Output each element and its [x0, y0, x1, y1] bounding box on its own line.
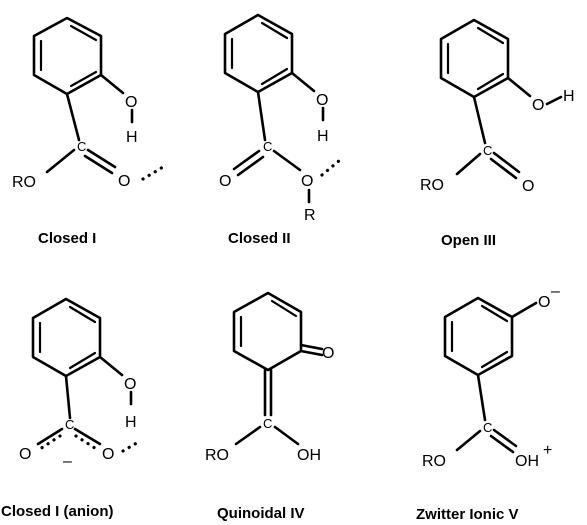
atom-ro: RO: [205, 447, 229, 464]
c-o-single-bond: [272, 149, 302, 172]
c-o-partial-bond: [73, 427, 102, 446]
atom-h: H: [126, 129, 138, 146]
c-o-double-bond-b: [489, 434, 515, 454]
atom-c: C: [263, 416, 272, 431]
atom-oh: OH: [297, 447, 321, 464]
ring-to-oxygen-bond: [290, 71, 316, 93]
charge-minus: –: [551, 283, 560, 300]
atom-o: O: [124, 376, 136, 393]
atom-r: R: [304, 207, 316, 224]
inner-double-bond: [68, 351, 97, 370]
hydrogen-bond-dots: [141, 165, 165, 181]
atom-o: O: [19, 446, 31, 463]
ring-to-carbon-bond: [64, 374, 72, 420]
c-o-double-bond-b: [236, 155, 265, 177]
caption-open-iii: Open III: [441, 232, 496, 249]
inner-double-bond: [69, 70, 98, 88]
atom-o: O: [118, 173, 130, 190]
hydrogen-bond-dots: [320, 158, 342, 177]
structure-closed-i-anion: O H C O O – Closed I (anion): [1, 297, 142, 520]
atom-c: C: [77, 139, 86, 154]
caption-closed-i-anion: Closed I (anion): [1, 503, 114, 520]
structure-closed-ii: O H C O O R Closed II: [219, 13, 342, 247]
atom-o: O: [538, 294, 550, 311]
atom-c: C: [263, 139, 272, 154]
charge-plus: +: [543, 442, 552, 459]
atom-o: O: [125, 94, 137, 111]
inner-double-bond: [476, 72, 505, 91]
o-h-bond: [545, 95, 563, 106]
c-o-double-bond-b: [83, 154, 114, 175]
charge-minus: –: [63, 453, 72, 470]
caption-quinoidal-iv: Quinoidal IV: [217, 505, 305, 522]
atom-ro: RO: [422, 453, 446, 470]
inner-double-bond: [260, 21, 289, 40]
ring-to-oxygen-bond-b: [299, 343, 324, 351]
ring-to-carbon-bond: [472, 95, 487, 145]
inner-double-bond: [476, 26, 505, 45]
quinoid-ring: [232, 291, 303, 372]
atom-c: C: [65, 417, 74, 432]
c-o-partial-bond: [36, 427, 64, 446]
atom-ro: RO: [12, 174, 36, 191]
atom-h: H: [125, 414, 137, 431]
inner-double-bond: [69, 24, 98, 42]
benzene-ring: [31, 297, 102, 378]
inner-double-bond: [260, 67, 289, 86]
atom-o: O: [316, 92, 328, 109]
structure-quinoidal-iv: O C RO OH Quinoidal IV: [205, 291, 334, 522]
atom-o: O: [532, 97, 544, 114]
structure-zwitter-ionic-v: O – C RO OH + Zwitter Ionic V: [416, 283, 560, 523]
inner-double-bond: [68, 305, 97, 324]
atom-o: O: [219, 173, 231, 190]
benzene-ring: [443, 296, 514, 377]
atom-o: O: [522, 178, 534, 195]
structure-open-iii: O H C RO O Open III: [420, 18, 575, 249]
ring-to-carbon-bond: [65, 92, 81, 142]
ring-to-oxygen-bond: [510, 301, 538, 319]
benzene-ring: [439, 18, 510, 99]
benzene-ring: [32, 16, 103, 96]
c-o-double-bond-a: [492, 428, 518, 448]
atom-h: H: [317, 128, 329, 145]
ring-to-carbon-bond: [476, 373, 487, 422]
atom-oh: OH: [515, 453, 539, 470]
atom-o: O: [301, 173, 313, 190]
ring-to-oxygen-bond: [506, 76, 532, 98]
atom-c: C: [483, 143, 492, 158]
delocalized-bond-dots: [74, 434, 100, 452]
caption-closed-ii: Closed II: [228, 230, 291, 247]
ring-to-oxygen-bond: [98, 355, 124, 377]
ring-to-oxygen-bond: [99, 73, 125, 95]
c-o-double-bond-b: [489, 157, 518, 180]
ring-to-oxygen-bond-a: [299, 349, 324, 357]
atom-c: C: [483, 420, 492, 435]
hydrogen-bond-dots: [121, 439, 142, 453]
c-o-single-bond: [455, 152, 482, 176]
atom-o: O: [322, 345, 334, 362]
atom-o: O: [102, 446, 114, 463]
inner-double-bond: [480, 350, 509, 369]
c-o-double-bond-a: [232, 149, 261, 171]
c-o-single-bond: [455, 429, 482, 452]
caption-closed-i: Closed I: [38, 230, 96, 247]
atom-ro: RO: [420, 177, 444, 194]
atom-h: H: [563, 88, 575, 105]
c-o-double-bond-a: [492, 151, 521, 174]
caption-zwitter-ionic-v: Zwitter Ionic V: [416, 506, 519, 523]
c-o-double-bond-a: [86, 148, 117, 169]
structure-closed-i: O H C RO O Closed I: [12, 16, 165, 247]
inner-double-bond: [270, 299, 298, 318]
c-oh-single-bond: [273, 425, 300, 446]
c-o-single-bond: [234, 425, 262, 446]
delocalized-bond-dots: [38, 434, 62, 451]
benzene-ring: [223, 13, 294, 94]
inner-double-bond: [480, 304, 509, 323]
c-o-single-bond: [45, 148, 76, 174]
ring-to-carbon-bond: [256, 90, 267, 142]
